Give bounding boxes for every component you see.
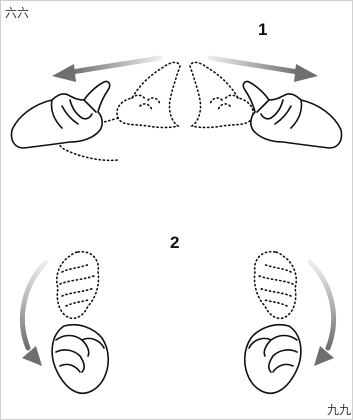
arrow-right-icon — [210, 58, 318, 82]
curved-arrow-left-icon — [22, 262, 46, 366]
arrow-left-icon — [52, 58, 160, 82]
curved-arrow-right-icon — [310, 262, 334, 366]
hand-outline-icon — [12, 81, 342, 148]
fist-outline-icon — [52, 325, 301, 393]
fist-dotted-icon — [57, 252, 297, 319]
